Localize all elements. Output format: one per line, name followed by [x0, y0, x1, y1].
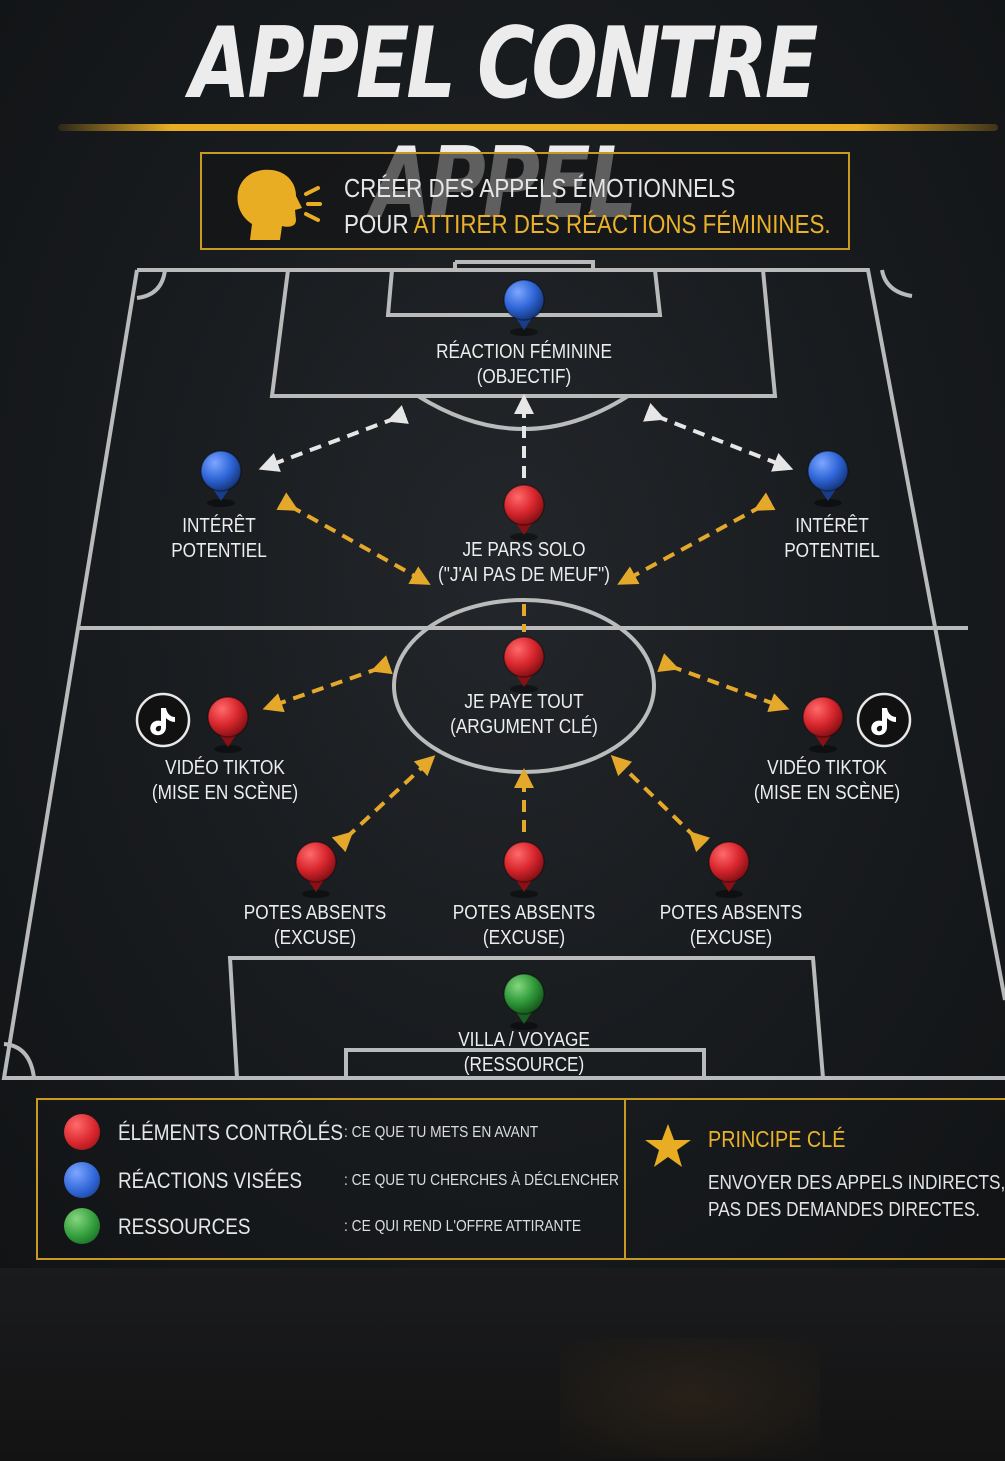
legend-desc: : CE QUE TU CHERCHES À DÉCLENCHER [344, 1172, 619, 1189]
principle-text: ENVOYER DES APPELS INDIRECTS, PAS DES DE… [708, 1170, 1005, 1224]
label-title: JE PAYE TOUT [464, 691, 584, 713]
label-interest-left: INTÉRÊT POTENTIEL [171, 514, 267, 564]
label-sub: (EXCUSE) [482, 927, 566, 949]
label-sub: POTENTIEL [784, 540, 880, 562]
label-title: RÉACTION FÉMININE [436, 341, 612, 363]
banner-text: CRÉER DES APPELS ÉMOTIONNELS POUR ATTIRE… [344, 170, 831, 242]
speaking-head-icon [237, 169, 322, 240]
legend-desc: : CE QUE TU METS EN AVANT [344, 1124, 539, 1141]
yellow-arrows [262, 492, 790, 853]
label-sub: POTENTIEL [171, 540, 267, 562]
arrow-interest-left-solo [276, 492, 431, 585]
pitch-diagram [1, 260, 1005, 1080]
principle-line-1: ENVOYER DES APPELS INDIRECTS, [708, 1172, 1005, 1194]
marker-friends-right [708, 841, 750, 898]
banner-line-2: POUR ATTIRER DES RÉACTIONS FÉMININES. [344, 206, 831, 242]
arrow-friends-left-pay [331, 755, 436, 853]
title-underline [58, 124, 998, 131]
tiktok-icon [135, 692, 191, 748]
arrow-pay-tiktok-left [262, 655, 393, 713]
label-solo: JE PARS SOLO ("J'AI PAS DE MEUF") [438, 538, 610, 588]
marker-friends-center [503, 841, 545, 898]
label-title: INTÉRÊT [795, 515, 869, 537]
label-sub: (OBJECTIF) [476, 366, 572, 388]
label-tiktok-left: VIDÉO TIKTOK (MISE EN SCÈNE) [152, 756, 298, 806]
marker-pay [503, 636, 545, 693]
label-sub: (MISE EN SCÈNE) [753, 782, 901, 804]
subtitle-banner: CRÉER DES APPELS ÉMOTIONNELS POUR ATTIRE… [200, 152, 850, 250]
node-markers [200, 279, 849, 1030]
label-sub: (EXCUSE) [689, 927, 773, 949]
label-sub: ("J'AI PAS DE MEUF") [438, 564, 610, 586]
legend-desc: : CE QUI REND L'OFFRE ATTIRANTE [344, 1218, 582, 1235]
marker-tiktok-left [207, 696, 249, 753]
marker-tiktok-right [802, 696, 844, 753]
label-title: VIDÉO TIKTOK [165, 757, 285, 779]
label-title: POTES ABSENTS [452, 902, 596, 924]
marker-villa [503, 973, 545, 1030]
arrow-objective-interest-right [643, 403, 794, 472]
label-friends-left: POTES ABSENTS (EXCUSE) [244, 901, 386, 951]
marker-interest-right [807, 450, 849, 507]
label-sub: (EXCUSE) [273, 927, 357, 949]
label-sub: (MISE EN SCÈNE) [151, 782, 299, 804]
banner-line-1: CRÉER DES APPELS ÉMOTIONNELS [344, 173, 736, 203]
arrow-interest-right-solo [617, 492, 776, 585]
banner-line-2-prefix: POUR [344, 209, 414, 239]
marker-friends-left [295, 841, 337, 898]
marker-objective [503, 279, 545, 336]
label-sub: (ARGUMENT CLÉ) [450, 716, 598, 738]
label-friends-center: POTES ABSENTS (EXCUSE) [453, 901, 595, 951]
label-pay: JE PAYE TOUT (ARGUMENT CLÉ) [450, 690, 598, 740]
label-tiktok-right: VIDÉO TIKTOK (MISE EN SCÈNE) [754, 756, 900, 806]
legend-dot-green [64, 1208, 100, 1244]
principle-title: PRINCIPE CLÉ [708, 1126, 846, 1152]
label-title: VILLA / VOYAGE [458, 1029, 590, 1051]
white-arrows [258, 394, 794, 478]
pitch-lines [1, 260, 1005, 1080]
label-title: POTES ABSENTS [243, 902, 387, 924]
legend-dot-blue [64, 1162, 100, 1198]
legend-name: ÉLÉMENTS CONTRÔLÉS [118, 1120, 343, 1145]
legend-name: RÉACTIONS VISÉES [118, 1168, 302, 1193]
banner-highlight: ATTIRER DES RÉACTIONS FÉMININES. [413, 209, 831, 239]
principle-line-2: PAS DES DEMANDES DIRECTES. [708, 1199, 981, 1221]
label-title: VIDÉO TIKTOK [767, 757, 887, 779]
label-title: INTÉRÊT [182, 515, 256, 537]
legend-divider [624, 1100, 626, 1258]
blurred-footer [0, 1268, 1005, 1461]
legend-row-controlled: ÉLÉMENTS CONTRÔLÉS : CE QUE TU METS EN A… [64, 1114, 624, 1154]
arrow-pay-tiktok-right [657, 653, 790, 712]
legend-row-reactions: RÉACTIONS VISÉES : CE QUE TU CHERCHES À … [64, 1162, 624, 1202]
label-title: POTES ABSENTS [659, 902, 803, 924]
arrow-friends-right-pay [610, 755, 711, 853]
label-sub: (RESSOURCE) [463, 1054, 585, 1076]
legend-row-resources: RESSOURCES : CE QUI REND L'OFFRE ATTIRAN… [64, 1208, 624, 1248]
legend-dot-red [64, 1114, 100, 1150]
marker-solo [503, 484, 545, 541]
tiktok-icon [856, 692, 912, 748]
star-icon [645, 1124, 691, 1167]
label-interest-right: INTÉRÊT POTENTIEL [784, 514, 880, 564]
label-objective: RÉACTION FÉMININE (OBJECTIF) [436, 340, 612, 390]
arrow-objective-interest-left [258, 405, 409, 472]
label-friends-right: POTES ABSENTS (EXCUSE) [660, 901, 802, 951]
marker-interest-left [200, 450, 242, 507]
legend-box: ÉLÉMENTS CONTRÔLÉS : CE QUE TU METS EN A… [36, 1098, 1005, 1260]
legend-name: RESSOURCES [118, 1214, 251, 1239]
label-title: JE PARS SOLO [462, 539, 586, 561]
label-villa: VILLA / VOYAGE (RESSOURCE) [458, 1028, 590, 1078]
